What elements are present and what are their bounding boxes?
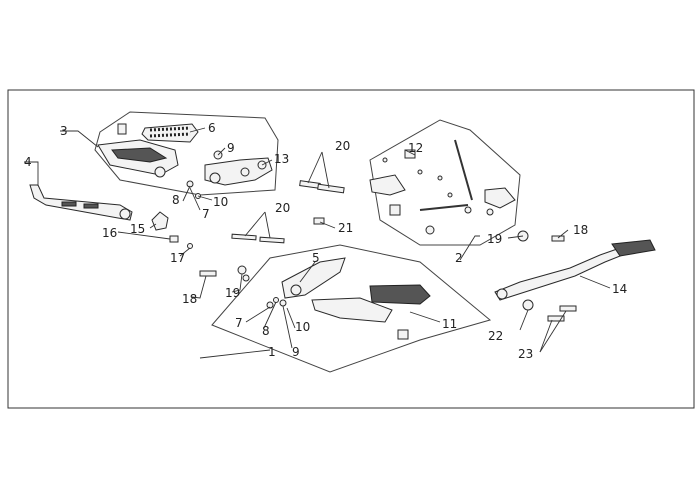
callout-20-top: 20 <box>335 139 350 153</box>
part-17-nut <box>187 243 193 249</box>
callout-10-front: 10 <box>295 320 310 334</box>
callout-17: 17 <box>170 251 185 265</box>
callout-13: 13 <box>274 152 289 166</box>
part-15-clamp <box>151 211 169 231</box>
part-bolt-top-left <box>117 123 127 135</box>
callout-8-front: 8 <box>262 324 270 338</box>
leader-lines <box>24 127 611 359</box>
part-front-bolt <box>397 329 409 340</box>
part-19-washer-left <box>237 265 247 275</box>
part-21-screw <box>313 217 325 225</box>
callout-21: 21 <box>338 221 353 235</box>
part-6-footpeg-rubber <box>141 123 199 143</box>
part-23-bolt-a <box>547 315 565 322</box>
part-3-rear-bracket <box>97 139 179 178</box>
callout-5: 5 <box>312 251 320 265</box>
callout-19-left: 19 <box>225 286 240 300</box>
diagram-frame <box>7 89 695 409</box>
part-13-rear-holder <box>204 157 273 186</box>
part-11-front-footpeg <box>311 284 431 323</box>
callout-7-rear: 7 <box>202 207 210 221</box>
callout-labels: 1 2 3 4 5 6 7 7 8 8 9 9 10 10 11 12 13 1… <box>24 121 627 361</box>
callout-1: 1 <box>268 345 276 359</box>
part-23-bolt-b <box>559 305 577 312</box>
callout-14: 14 <box>612 282 627 296</box>
group-outline-right <box>369 119 521 246</box>
callout-10-rear: 10 <box>213 195 228 209</box>
callout-20-bottom: 20 <box>275 201 290 215</box>
part-14-shift-lever <box>494 239 656 301</box>
callout-18-left: 18 <box>182 292 197 306</box>
callout-18-right: 18 <box>573 223 588 237</box>
callout-2: 2 <box>455 251 463 265</box>
callout-23: 23 <box>518 347 533 361</box>
part-8-clip-front <box>273 297 279 303</box>
callout-9-rear: 9 <box>227 141 235 155</box>
part-19-nut-left <box>242 274 250 282</box>
callout-3: 3 <box>60 124 68 138</box>
callout-19-right: 19 <box>487 232 502 246</box>
part-18-bolt-left <box>199 270 217 277</box>
part-20-pins <box>231 180 345 244</box>
part-12-linkage-group <box>369 139 516 235</box>
callout-11: 11 <box>442 317 457 331</box>
part-4-lever-arm <box>29 184 133 221</box>
part-22-washer <box>522 299 534 311</box>
callout-4: 4 <box>24 155 32 169</box>
part-7-pin-front <box>266 301 274 309</box>
callout-7-front: 7 <box>235 316 243 330</box>
callout-16: 16 <box>102 226 117 240</box>
part-5-front-bracket <box>281 257 346 299</box>
callout-12: 12 <box>408 141 423 155</box>
callout-15: 15 <box>130 222 145 236</box>
callout-9-front: 9 <box>292 345 300 359</box>
group-outline-rear-left <box>94 111 279 196</box>
part-16-bolt <box>169 235 179 243</box>
callout-8-rear: 8 <box>172 193 180 207</box>
group-outline-front <box>211 244 492 373</box>
part-18-bolt-right <box>551 235 565 242</box>
callout-6: 6 <box>208 121 216 135</box>
part-10-washer-front <box>279 299 287 307</box>
callout-22: 22 <box>488 329 503 343</box>
